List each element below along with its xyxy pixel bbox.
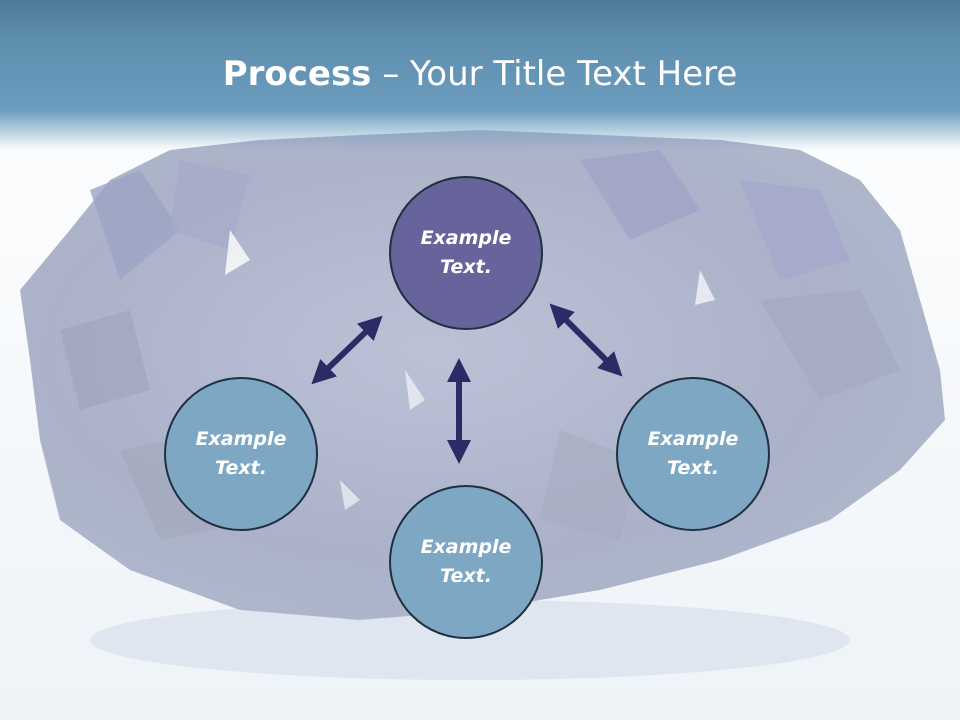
node-label: Example Text. bbox=[420, 536, 512, 587]
title-banner bbox=[0, 0, 960, 150]
double-headed-arrow-icon bbox=[311, 315, 383, 385]
process-node-right: Example Text. bbox=[616, 377, 770, 531]
process-node-bottom: Example Text. bbox=[389, 485, 543, 639]
node-label: Example Text. bbox=[647, 428, 739, 479]
slide-title: Process – Your Title Text Here bbox=[0, 52, 960, 96]
double-headed-arrow-icon bbox=[549, 303, 623, 377]
node-label: Example Text. bbox=[195, 428, 287, 479]
node-label: Example Text. bbox=[420, 227, 512, 278]
process-node-left: Example Text. bbox=[164, 377, 318, 531]
title-bold: Process bbox=[222, 54, 372, 94]
title-rest: – Your Title Text Here bbox=[371, 54, 738, 94]
process-node-center: Example Text. bbox=[389, 176, 543, 330]
